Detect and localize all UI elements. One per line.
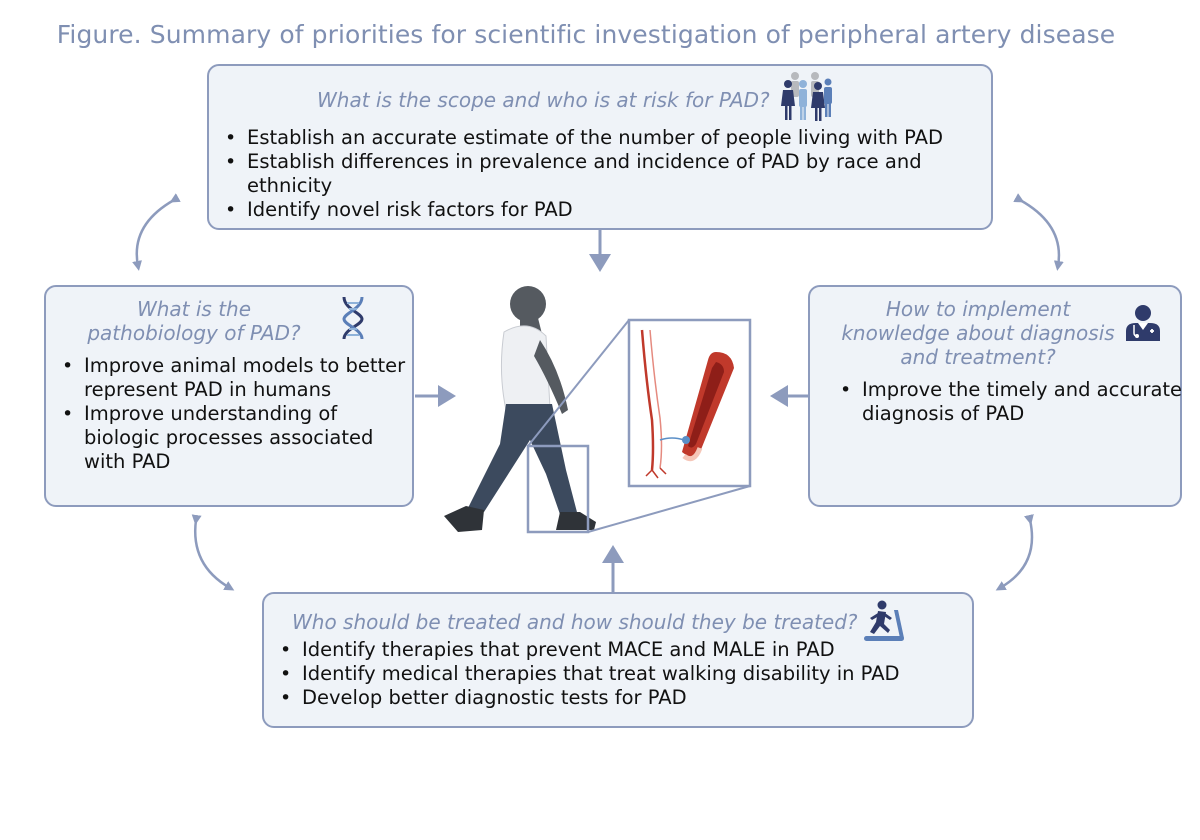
question-line: knowledge about diagnosis (820, 321, 1136, 345)
arrow-left-to-center (415, 385, 456, 407)
question-implementation: How to implement knowledge about diagnos… (820, 297, 1136, 369)
list-item: Identify therapies that prevent MACE and… (302, 638, 992, 662)
arrow-right-to-center (770, 385, 808, 407)
cycle-arrow-top-right (1020, 200, 1059, 266)
arrow-bottom-to-center (602, 545, 624, 592)
question-line: What is the (46, 297, 342, 321)
list-item: Improve the timely and accurate diagnosi… (862, 378, 1192, 426)
question-pathobiology: What is the pathobiology of PAD? (46, 297, 342, 345)
question-treatment: Who should be treated and how should the… (292, 610, 858, 634)
list-item: Identify medical therapies that treat wa… (302, 662, 992, 686)
box-implementation: How to implement knowledge about diagnos… (808, 285, 1182, 507)
cycle-arrow-top-left (137, 200, 174, 266)
list-item: Identify novel risk factors for PAD (247, 198, 987, 222)
question-line: How to implement (820, 297, 1136, 321)
cycle-arrow-bottom-right (1000, 520, 1032, 588)
list-item: Establish differences in prevalence and … (247, 150, 987, 198)
box-pathobiology: What is the pathobiology of PAD? Improve… (44, 285, 414, 507)
list-item: Establish an accurate estimate of the nu… (247, 126, 987, 150)
list-item: Improve understanding of biologic proces… (84, 402, 414, 474)
box-scope-and-risk: What is the scope and who is at risk for… (207, 64, 993, 230)
doctor-icon (1124, 303, 1162, 347)
list-item: Improve animal models to better represen… (84, 354, 414, 402)
question-line: and treatment? (820, 345, 1136, 369)
list-item: Develop better diagnostic tests for PAD (302, 686, 992, 710)
dna-icon (340, 295, 366, 345)
question-line: pathobiology of PAD? (46, 321, 342, 345)
people-group-icon (781, 70, 835, 128)
question-scope: What is the scope and who is at risk for… (317, 88, 770, 112)
box-treatment: Who should be treated and how should the… (262, 592, 974, 728)
arrow-top-to-center (589, 230, 611, 272)
cycle-arrow-bottom-left (195, 520, 230, 588)
walking-person-illustration (444, 286, 596, 532)
